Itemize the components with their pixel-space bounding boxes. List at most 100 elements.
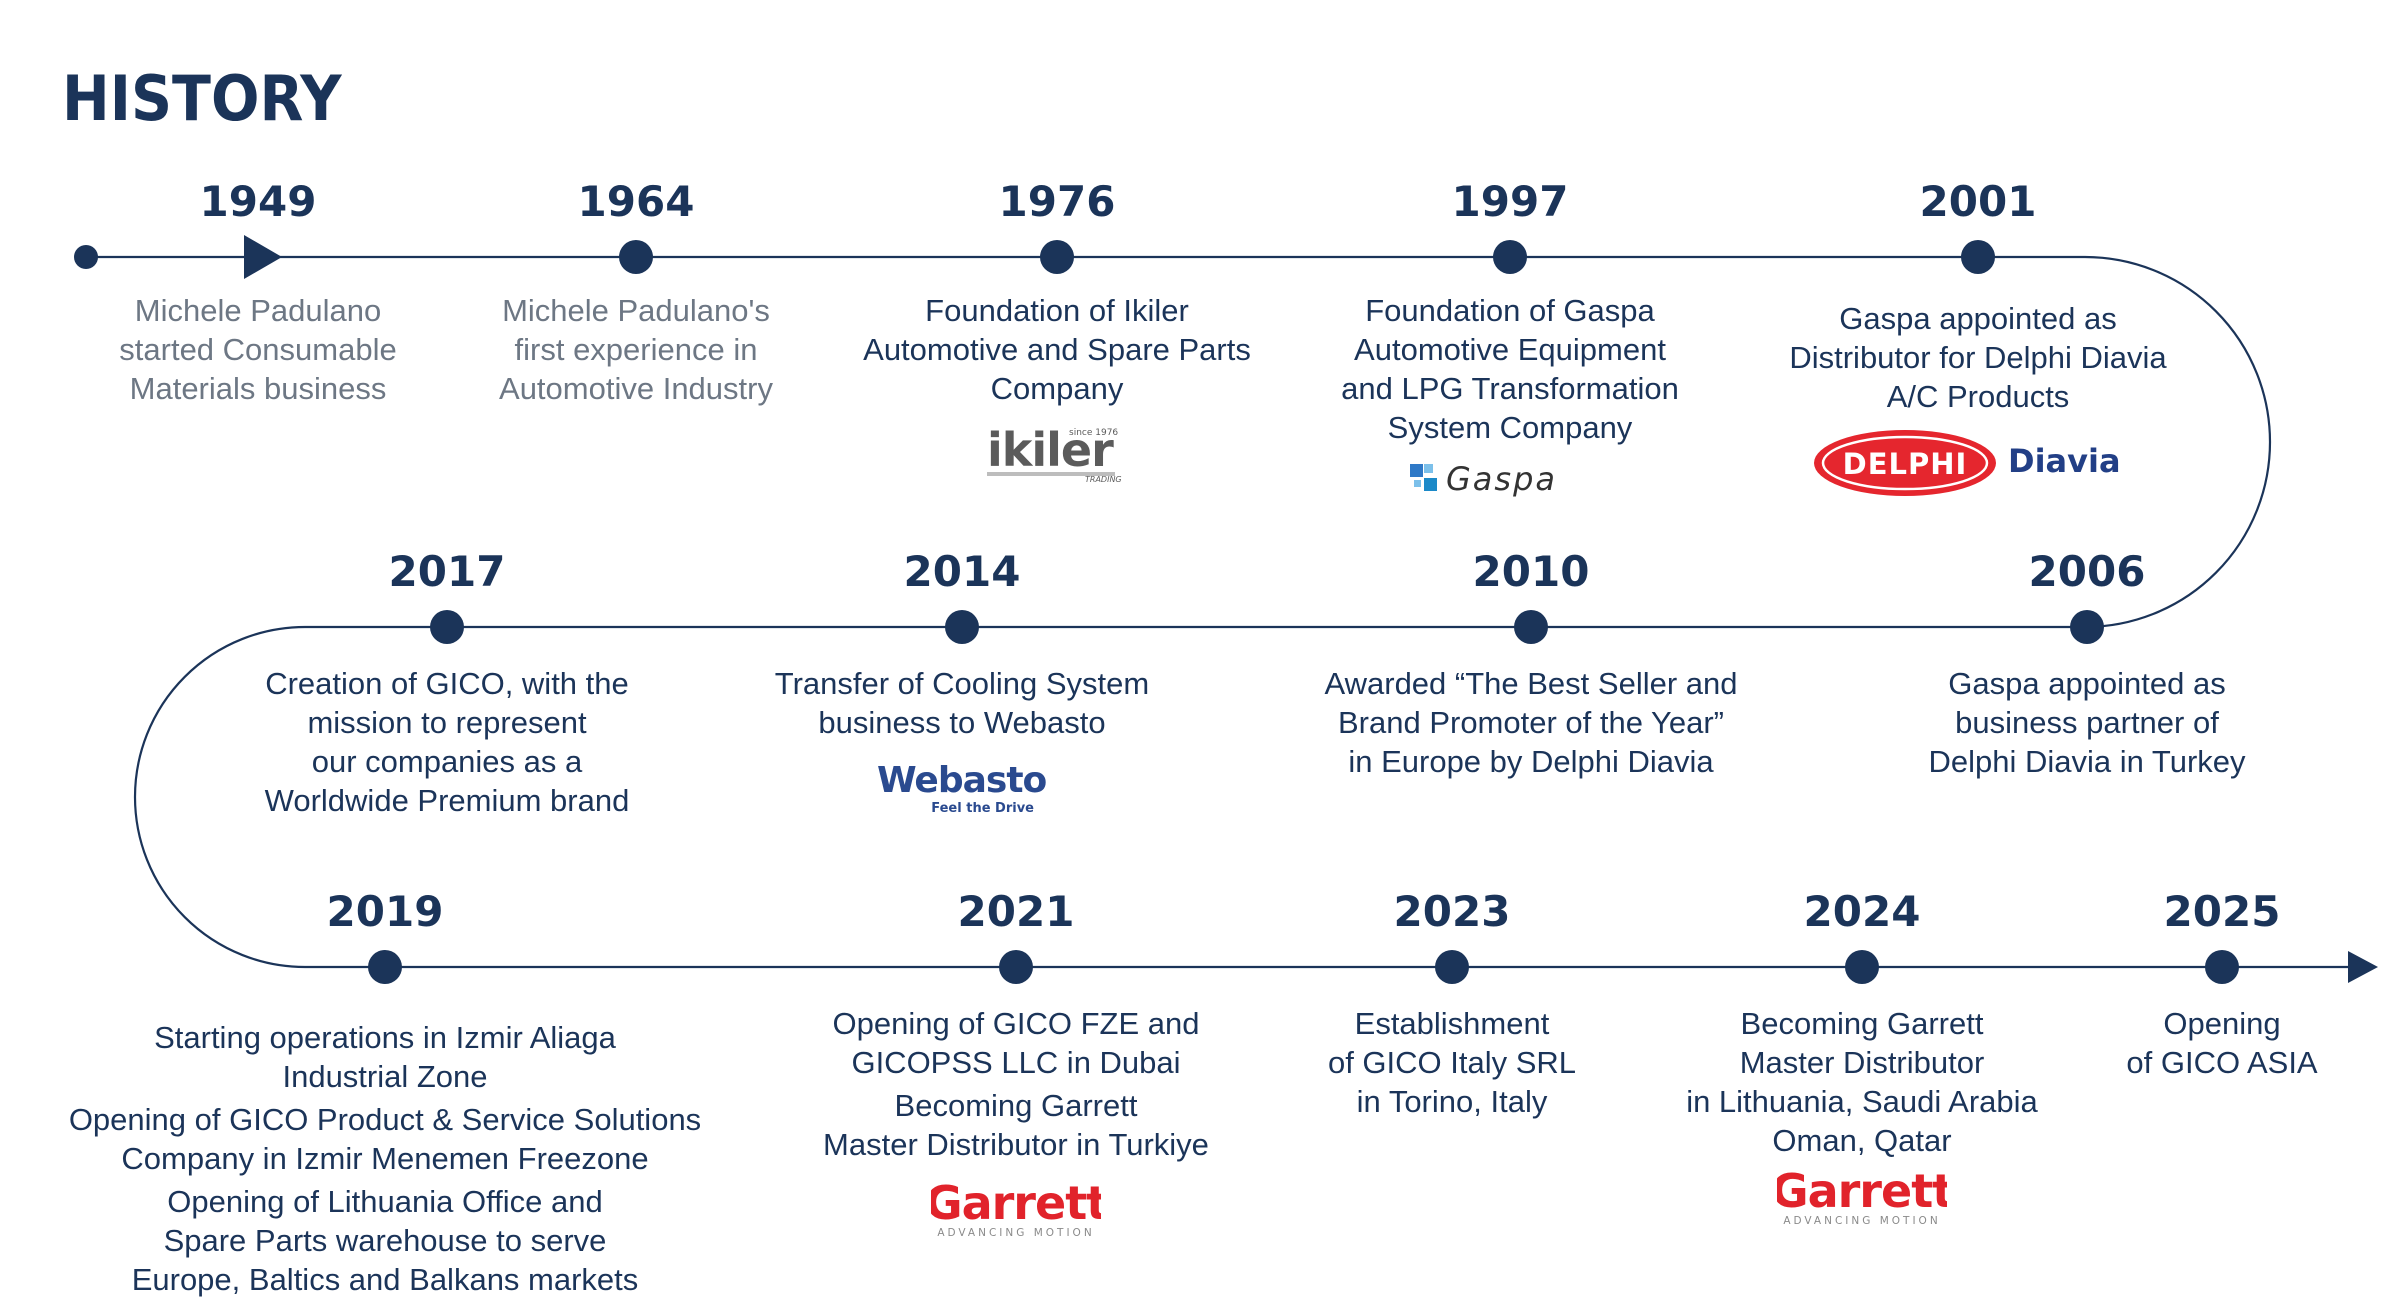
description-line: Establishment [1354, 1006, 1550, 1041]
milestone-year: 2024 [1803, 887, 1921, 936]
description-line: Company in Izmir Menemen Freezone [121, 1141, 649, 1176]
milestone-marker-2019 [368, 950, 402, 984]
milestone-year: 1976 [998, 177, 1116, 226]
description-line: Oman, Qatar [1772, 1123, 1952, 1158]
description-line: System Company [1387, 410, 1633, 445]
milestone-marker-2010 [1514, 610, 1548, 644]
description-line: in Lithuania, Saudi Arabia [1686, 1084, 2038, 1119]
milestone-marker-1964 [619, 240, 653, 274]
milestone-year: 1997 [1451, 177, 1569, 226]
milestone-year: 2023 [1393, 887, 1511, 936]
description-line: Foundation of Gaspa [1365, 293, 1655, 328]
svg-text:Gaspa: Gaspa [1446, 460, 1557, 498]
description-line: Starting operations in Izmir Aliaga [154, 1020, 616, 1055]
milestone-description: Creation of GICO, with the mission to rep… [207, 664, 687, 820]
description-line: Becoming Garrett [1740, 1006, 1984, 1041]
description-line: Transfer of Cooling System [774, 666, 1150, 701]
description-line: Opening of Lithuania Office and [167, 1184, 603, 1219]
milestone-year: 2025 [2163, 887, 2281, 936]
milestone-marker-1997 [1493, 240, 1527, 274]
description-line: Gaspa appointed as [1839, 301, 2117, 336]
description-line: and LPG Transformation [1341, 371, 1679, 406]
description-line: of GICO Italy SRL [1327, 1045, 1577, 1080]
description-line: mission to represent [307, 705, 587, 740]
description-line: in Torino, Italy [1356, 1084, 1548, 1119]
milestone-marker-1976 [1040, 240, 1074, 274]
description-line: A/C Products [1886, 379, 2070, 414]
milestone-year: 2017 [388, 547, 506, 596]
gaspa-logo: Gaspa [1410, 458, 1610, 505]
milestone-year: 1964 [577, 177, 695, 226]
description-line: in Europe by Delphi Diavia [1348, 744, 1714, 779]
svg-text:ADVANCING MOTION: ADVANCING MOTION [1783, 1215, 1940, 1227]
milestone-marker-2017 [430, 610, 464, 644]
description-line: business partner of [1955, 705, 2219, 740]
delphi-diavia-logo: DELPHI Diavia [1813, 428, 2143, 503]
description-line: Delphi Diavia in Turkey [1928, 744, 2246, 779]
description-line: GICOPSS LLC in Dubai [851, 1045, 1181, 1080]
description-line: first experience in [514, 332, 758, 367]
description-line: Brand Promoter of the Year” [1337, 705, 1724, 740]
ikiler-logo-name: ikiler [987, 423, 1114, 477]
description-line: Master Distributor in Turkiye [823, 1127, 1209, 1162]
svg-text:Garrett: Garrett [931, 1178, 1101, 1230]
timeline-end-arrow [2348, 951, 2378, 983]
milestone-year: 2014 [903, 547, 1021, 596]
milestone-marker-1949 [244, 235, 282, 279]
svg-text:TRADING: TRADING [1085, 475, 1122, 484]
milestone-year: 1949 [199, 177, 317, 226]
description-line: Awarded “The Best Seller and [1324, 666, 1738, 701]
milestone-description: Gaspa appointed as business partner of Del… [1847, 664, 2327, 781]
description-line: of GICO ASIA [2126, 1045, 2318, 1080]
description-line: Michele Padulano's [502, 293, 770, 328]
timeline-start-dot [74, 245, 98, 269]
milestone-year: 2010 [1472, 547, 1590, 596]
description-line: started Consumable [119, 332, 397, 367]
milestone-description: Michele Padulano's first experience in Aut… [396, 291, 876, 408]
milestone-year: 2006 [2028, 547, 2146, 596]
description-line: Opening of GICO FZE and [832, 1006, 1200, 1041]
description-line: Company [990, 371, 1124, 406]
description-line: Automotive and Spare Parts [863, 332, 1251, 367]
svg-text:ADVANCING MOTION: ADVANCING MOTION [937, 1227, 1094, 1239]
description-line: Becoming Garrett [894, 1088, 1138, 1123]
description-line: Automotive Industry [499, 371, 773, 406]
description-line: our companies as a [311, 744, 583, 779]
milestone-marker-2024 [1845, 950, 1879, 984]
milestone-year: 2001 [1919, 177, 2037, 226]
milestone-year: 2019 [326, 887, 444, 936]
svg-text:Feel the Drive: Feel the Drive [931, 801, 1034, 814]
svg-text:since 1976: since 1976 [1069, 428, 1118, 438]
svg-text:Garrett: Garrett [1777, 1166, 1947, 1218]
svg-text:Diavia: Diavia [2008, 442, 2121, 480]
description-line: Foundation of Ikiler [925, 293, 1189, 328]
description-line: Gaspa appointed as [1948, 666, 2226, 701]
description-line: Materials business [129, 371, 387, 406]
description-line: Europe, Baltics and Balkans markets [131, 1262, 639, 1297]
milestone-marker-2006 [2070, 610, 2104, 644]
milestone-marker-2014 [945, 610, 979, 644]
svg-text:Webasto: Webasto [877, 760, 1047, 801]
description-line: Master Distributor [1739, 1045, 1985, 1080]
svg-text:DELPHI: DELPHI [1843, 447, 1968, 481]
milestone-marker-2021 [999, 950, 1033, 984]
description-line: Spare Parts warehouse to serve [163, 1223, 607, 1258]
description-line: Worldwide Premium brand [264, 783, 630, 818]
description-line: Creation of GICO, with the [265, 666, 629, 701]
milestone-marker-2023 [1435, 950, 1469, 984]
